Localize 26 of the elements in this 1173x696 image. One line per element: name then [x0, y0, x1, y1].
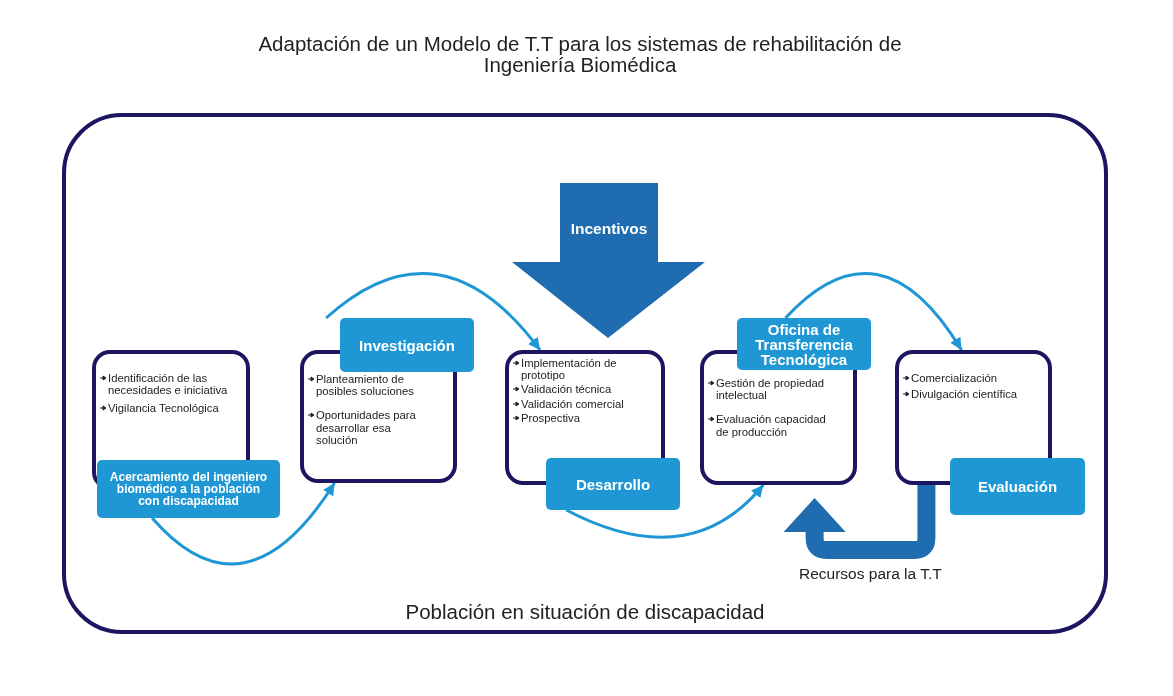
curved-arrow	[325, 272, 542, 351]
bullet-text: Identificación de las necesidades e iniciativa	[108, 372, 229, 397]
bullet-text: Implementación de prototipo	[521, 357, 618, 382]
bullet-text: Evaluación capacidad de producción	[716, 413, 827, 438]
diagram-title: Adaptación de un Modelo de T.T para los sistemas de rehabilitación de Ingeniería Biomédica	[257, 34, 903, 75]
stage-heading: Acercamiento del ingeniero biomédico a la población con discapacidad	[97, 460, 280, 518]
edge-label: Recursos para la T.T	[797, 565, 944, 583]
bullet-text: Comercialización	[911, 372, 997, 385]
stage-heading: Evaluación	[950, 458, 1085, 515]
bullet-text: Gestión de propiedad intelectual	[716, 377, 826, 402]
bullet-text: Validación comercial	[521, 397, 624, 410]
bullet-text: Oportunidades para desarrollar esa solución	[316, 409, 417, 446]
bullet-text: Vigilancia Tecnológica	[108, 402, 219, 415]
bullet-text: Divulgación científica	[911, 388, 1018, 401]
rounded-frame	[62, 113, 1108, 634]
curved-arrow	[565, 484, 765, 539]
curved-arrow	[784, 272, 963, 351]
bullet-text: Prospectiva	[521, 411, 581, 424]
stage-heading: Desarrollo	[546, 458, 680, 510]
arrow-label: Incentivos	[569, 220, 649, 238]
stage-heading: Investigación	[340, 318, 474, 372]
frame-caption: Población en situación de discapacidad	[404, 600, 766, 624]
bullet-text: Validación técnica	[521, 383, 612, 396]
stage-heading: Oficina de Transferencia Tecnológica	[737, 318, 871, 370]
curved-arrow	[151, 482, 336, 566]
bullet-text: Planteamiento de posibles soluciones	[316, 373, 415, 398]
